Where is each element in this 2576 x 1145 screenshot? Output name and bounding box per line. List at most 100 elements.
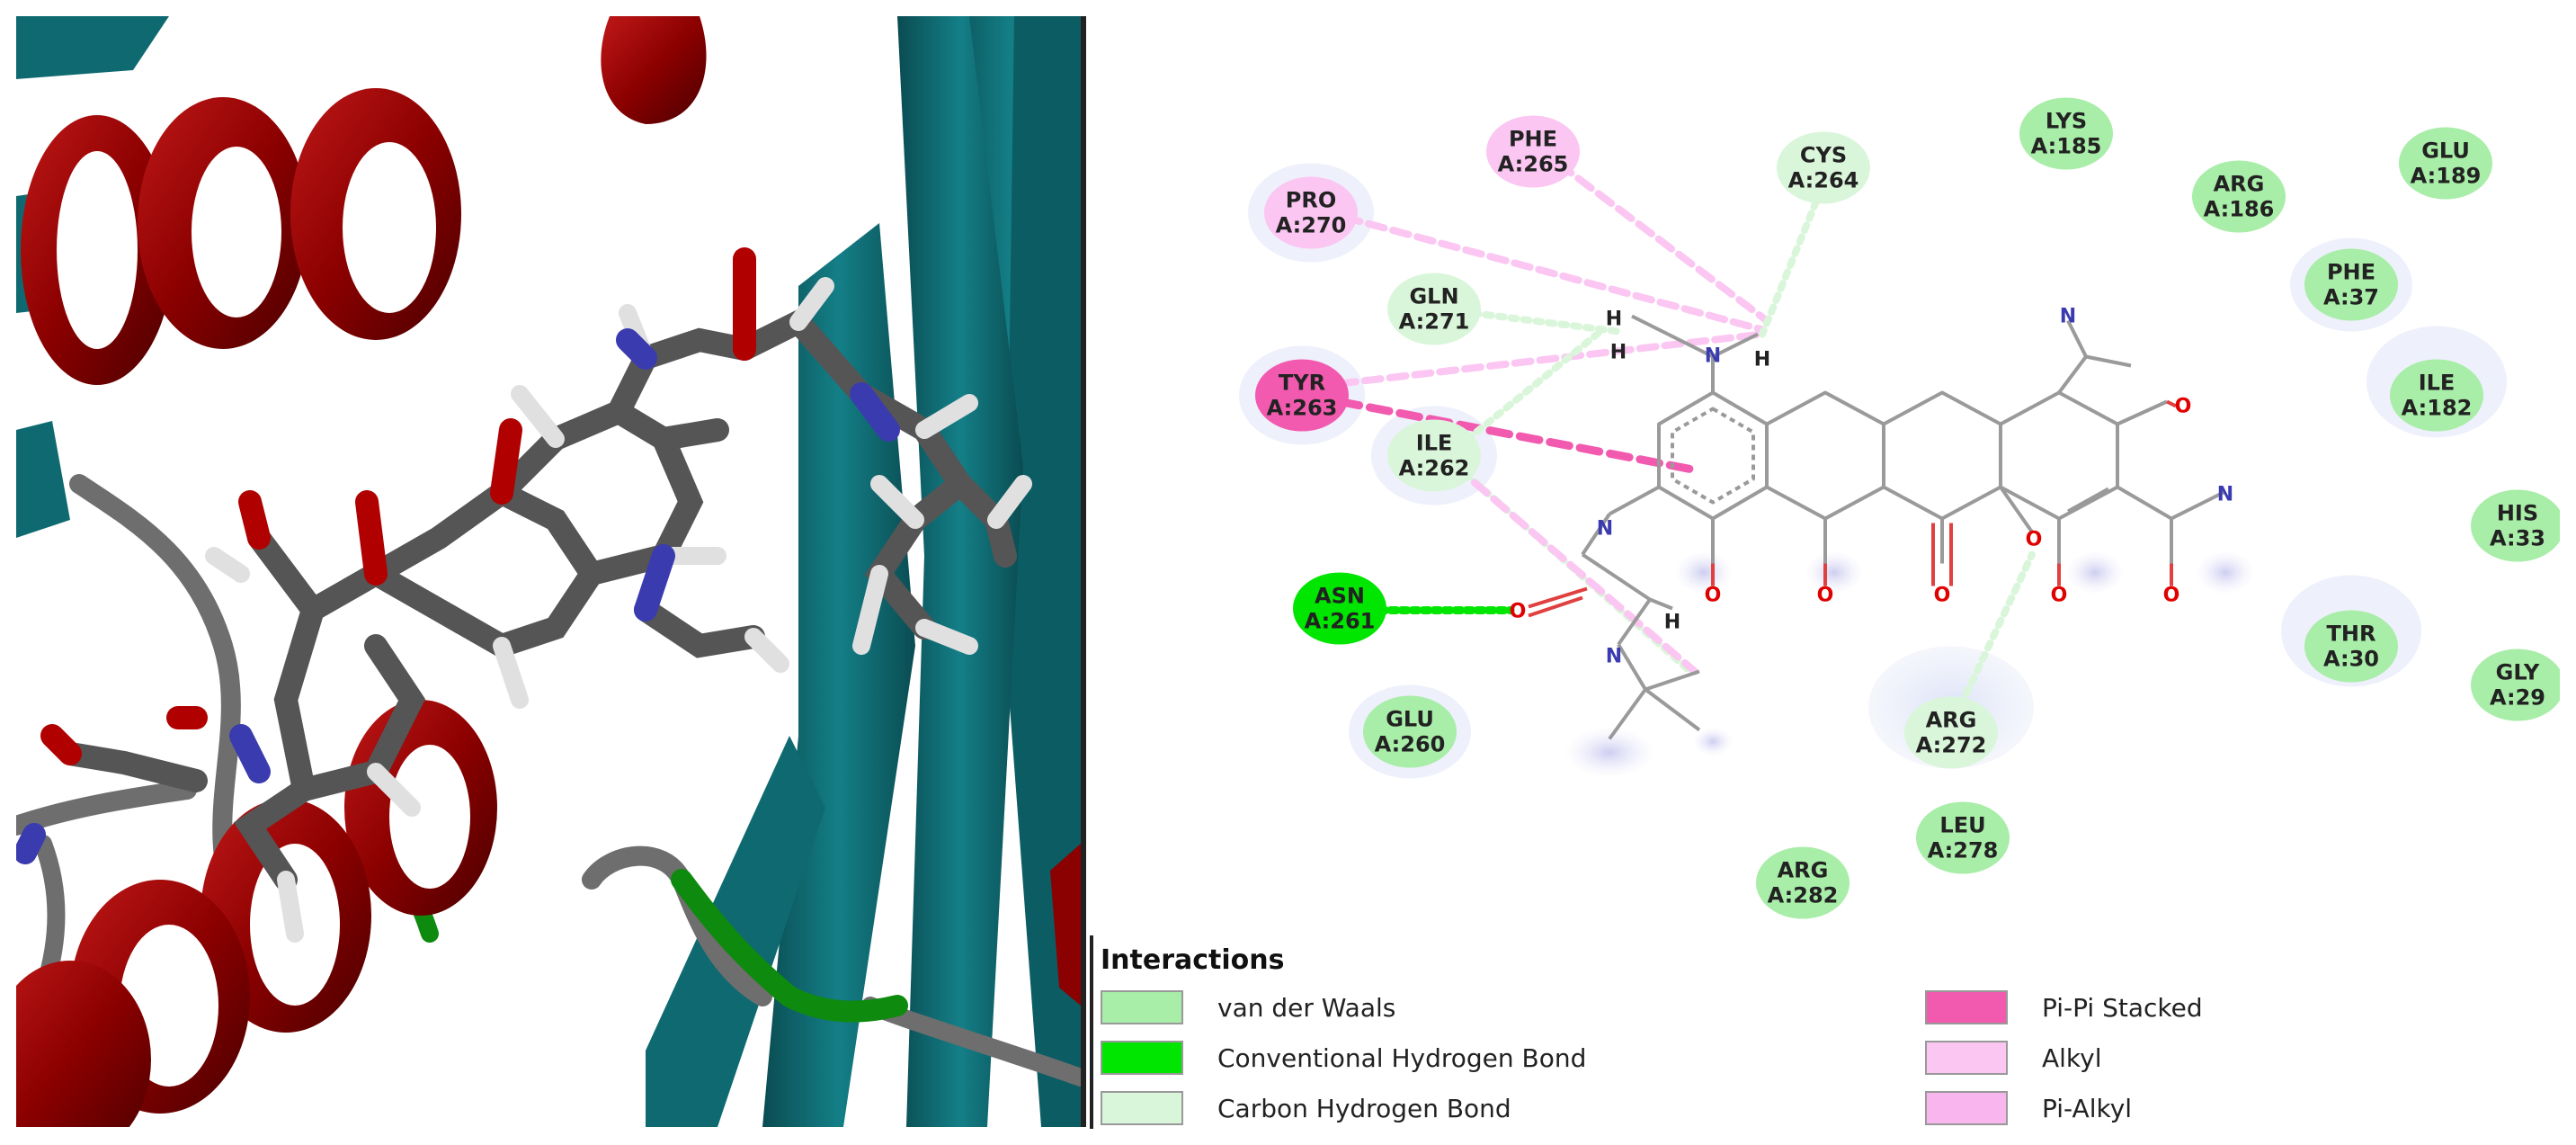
legend-item: Alkyl xyxy=(1925,1038,2102,1078)
atom-labels: N N N N N O O O O O O O O H H H H xyxy=(1510,306,2234,668)
bond-to-o xyxy=(1528,595,1583,618)
residue-number: A:185 xyxy=(2031,134,2102,159)
legend-item: Conventional Hydrogen Bond xyxy=(1101,1038,1586,1078)
residue-name: ASN xyxy=(1315,584,1365,609)
bond xyxy=(2066,319,2088,358)
legend-swatch xyxy=(1925,990,2008,1024)
bond xyxy=(1999,486,2034,533)
h-bond-stick xyxy=(852,565,888,655)
bond xyxy=(1617,598,1652,646)
residue-number: A:261 xyxy=(1305,609,1376,634)
h-bond-stick xyxy=(915,394,978,439)
h-bond-stick xyxy=(493,637,529,709)
loop xyxy=(69,474,251,926)
h-bond-stick xyxy=(744,628,789,673)
interaction-lines xyxy=(1335,159,2036,720)
n-stick xyxy=(616,328,657,370)
legend-label: van der Waals xyxy=(1217,992,1396,1023)
residue-bubble xyxy=(1293,572,1386,645)
carbon-h-line xyxy=(1444,327,1604,460)
residue-bubble xyxy=(1756,846,1850,919)
residue-number: A:262 xyxy=(1399,456,1470,481)
carbon-h-line xyxy=(1457,308,1622,335)
residue-name: TYR xyxy=(1279,371,1325,396)
h-bond-stick xyxy=(870,475,924,529)
helix-core xyxy=(57,151,138,349)
h-bond-stick xyxy=(915,619,978,655)
o-stick xyxy=(490,418,522,505)
h-bond-stick xyxy=(789,277,834,331)
residue-bubble xyxy=(2304,610,2398,683)
residue-bubble xyxy=(2304,248,2398,321)
atom-halo xyxy=(1805,550,1863,595)
residue-name: ARG xyxy=(2214,172,2265,197)
legend-swatch xyxy=(1101,1041,1183,1075)
residue-number: A:264 xyxy=(1788,168,1859,193)
atom-hydrogen: H xyxy=(1606,309,1622,331)
bond xyxy=(2170,489,2226,521)
ligand-hydrogen-bonds xyxy=(205,277,1032,943)
beta-strand xyxy=(762,223,915,1127)
o-stick xyxy=(238,490,271,550)
atom-nitrogen: N xyxy=(2217,484,2233,506)
beta-strand xyxy=(897,16,1023,1127)
legend-item: Carbon Hydrogen Bond xyxy=(1101,1088,1511,1128)
atom-oxygen: O xyxy=(1817,585,1834,607)
bond xyxy=(1649,597,1673,611)
atom-halo xyxy=(1693,727,1733,756)
beta-strand xyxy=(16,16,169,79)
atom-nitrogen: N xyxy=(1606,646,1622,668)
ligand-bond xyxy=(292,634,426,801)
n-stick xyxy=(850,382,900,442)
ligand-bond xyxy=(58,742,208,792)
3d-binding-view xyxy=(16,16,1081,1127)
residue-bubble xyxy=(2390,359,2483,432)
ligand-bond xyxy=(607,327,756,424)
legend-item: Pi-Pi Stacked xyxy=(1925,988,2203,1027)
residue-name: LYS xyxy=(2046,109,2087,134)
legend-item: van der Waals xyxy=(1101,988,1395,1027)
residue-name: ILE xyxy=(2419,371,2456,396)
helix-turn xyxy=(601,16,707,124)
bond xyxy=(1667,332,1714,359)
h-bond-stick xyxy=(367,763,421,817)
bond xyxy=(2085,354,2132,368)
residue-name: GLN xyxy=(1409,284,1458,309)
helix-core xyxy=(192,147,281,318)
bond-to-o xyxy=(2166,399,2177,408)
n-stick xyxy=(16,823,46,864)
atom-oxygen: O xyxy=(2026,529,2043,551)
bond xyxy=(1645,669,1700,692)
residue-number: A:263 xyxy=(1267,396,1338,421)
h-bond-stick xyxy=(511,385,565,448)
bond xyxy=(1712,332,1759,359)
residue-name: PHE xyxy=(1509,127,1557,152)
residue-number: A:33 xyxy=(2490,526,2545,551)
residue-name: GLU xyxy=(1386,707,1434,732)
residue-number: A:37 xyxy=(2323,285,2379,310)
residue-number: A:270 xyxy=(1276,213,1347,238)
residue-number: A:282 xyxy=(1768,883,1839,908)
alkyl-line xyxy=(1555,159,1770,325)
atom-hydrogen: H xyxy=(1754,349,1770,371)
residue-bubble xyxy=(1916,801,2010,874)
ligand-sticks xyxy=(16,247,1032,943)
double-bond xyxy=(2067,487,2109,514)
legend-label: Pi-Pi Stacked xyxy=(2042,992,2203,1023)
ligand-heteroatom-bonds xyxy=(1528,399,2177,618)
ligand-bond xyxy=(247,526,325,622)
residue-name: ILE xyxy=(1416,431,1453,456)
bond xyxy=(2057,355,2088,394)
residue-name: ARG xyxy=(1926,708,1977,733)
